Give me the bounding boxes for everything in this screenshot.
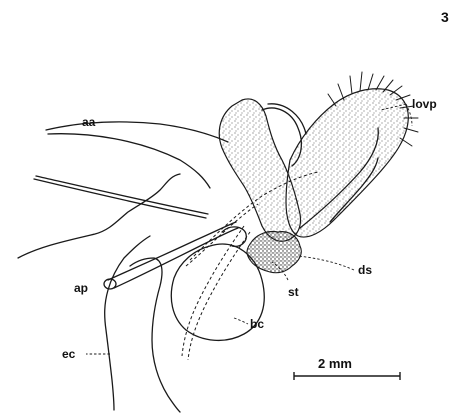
label-aa: aa (82, 115, 96, 129)
scale-bar: 2 mm (294, 356, 400, 380)
upper-sclerite (46, 122, 228, 142)
upper-sclerite-lower (48, 134, 210, 188)
scale-bar-label: 2 mm (318, 356, 352, 371)
leader-bc (234, 318, 248, 324)
signum (247, 232, 301, 273)
body-outline-lower (105, 236, 150, 410)
label-ap: ap (74, 281, 88, 295)
label-lovp: lovp (412, 97, 437, 111)
body-outline (18, 174, 180, 258)
leader-ds (298, 256, 354, 270)
anterior-apophysis-edge (34, 179, 206, 218)
anterior-apophysis (36, 176, 208, 214)
label-bc: bc (250, 317, 264, 331)
ovipositor-lobe (286, 89, 408, 237)
label-ds: ds (358, 263, 372, 277)
label-st: st (288, 285, 299, 299)
label-ec: ec (62, 347, 76, 361)
posterior-apophysis (108, 222, 236, 280)
plate-number: 3 (441, 9, 449, 25)
